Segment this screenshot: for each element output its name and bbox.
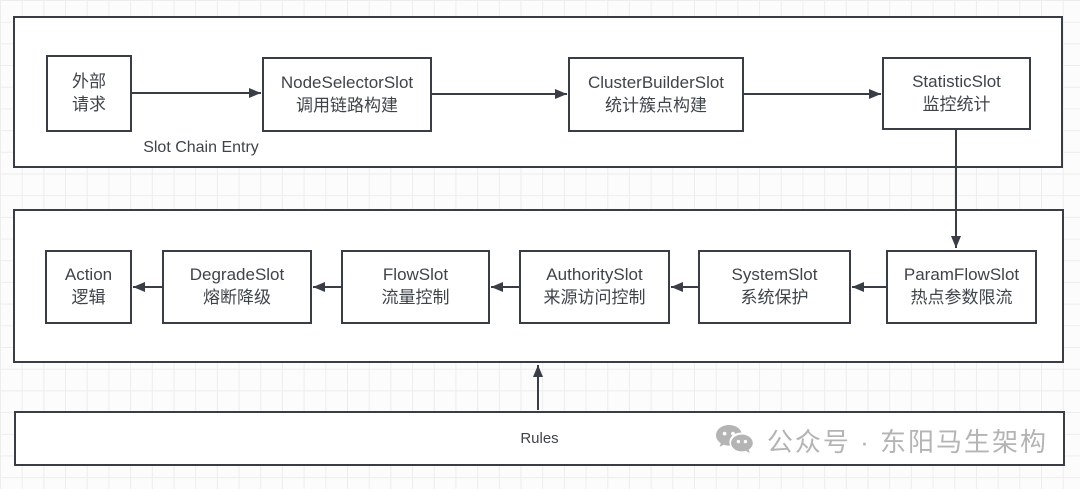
node-subtitle: 监控统计 bbox=[922, 94, 991, 114]
watermark: 公众号 · 东阳马生架构 bbox=[715, 422, 1048, 458]
node-subtitle: 系统保护 bbox=[740, 288, 809, 307]
node-subtitle: 逻辑 bbox=[71, 288, 106, 307]
node-title: DegradeSlot bbox=[189, 265, 285, 285]
rules-container bbox=[14, 411, 1065, 466]
watermark-text: 公众号 · 东阳马生架构 bbox=[766, 426, 1048, 457]
node-title: NodeSelectorSlot bbox=[280, 72, 414, 92]
node-subtitle: 来源访问控制 bbox=[543, 288, 646, 307]
node-title: ClusterBuilderSlot bbox=[587, 72, 725, 92]
node-subtitle: 熔断降级 bbox=[203, 288, 271, 307]
node-external-request: 外部 请求 bbox=[46, 55, 132, 132]
node-systemslot: SystemSlot 系统保护 bbox=[698, 250, 851, 324]
node-subtitle: 请求 bbox=[72, 94, 106, 114]
node-title: Action bbox=[64, 265, 113, 285]
node-clusterbuilderslot: ClusterBuilderSlot 统计簇点构建 bbox=[568, 57, 744, 132]
node-title: AuthoritySlot bbox=[546, 265, 643, 285]
node-nodeselectorslot: NodeSelectorSlot 调用链路构建 bbox=[262, 57, 432, 132]
node-subtitle: 调用链路构建 bbox=[296, 95, 398, 115]
rules-label: Rules bbox=[520, 430, 559, 447]
node-title: FlowSlot bbox=[382, 265, 449, 285]
node-subtitle: 热点参数限流 bbox=[910, 288, 1013, 307]
node-title: SystemSlot bbox=[731, 265, 818, 285]
node-action-logic: Action 逻辑 bbox=[45, 250, 132, 324]
slot-chain-entry-label: Slot Chain Entry bbox=[143, 139, 259, 156]
node-title: StatisticSlot bbox=[912, 71, 1001, 91]
node-flowslot: FlowSlot 流量控制 bbox=[341, 250, 490, 324]
node-paramflowslot: ParamFlowSlot 热点参数限流 bbox=[886, 250, 1037, 324]
node-statisticslot: StatisticSlot 监控统计 bbox=[882, 57, 1031, 130]
node-subtitle: 流量控制 bbox=[381, 288, 450, 307]
node-title: ParamFlowSlot bbox=[903, 265, 1020, 285]
wechat-icon bbox=[715, 424, 754, 457]
node-title: 外部 bbox=[72, 71, 106, 91]
node-degradeslot: DegradeSlot 熔断降级 bbox=[162, 250, 312, 324]
node-authorityslot: AuthoritySlot 来源访问控制 bbox=[519, 250, 670, 324]
node-subtitle: 统计簇点构建 bbox=[605, 95, 707, 115]
